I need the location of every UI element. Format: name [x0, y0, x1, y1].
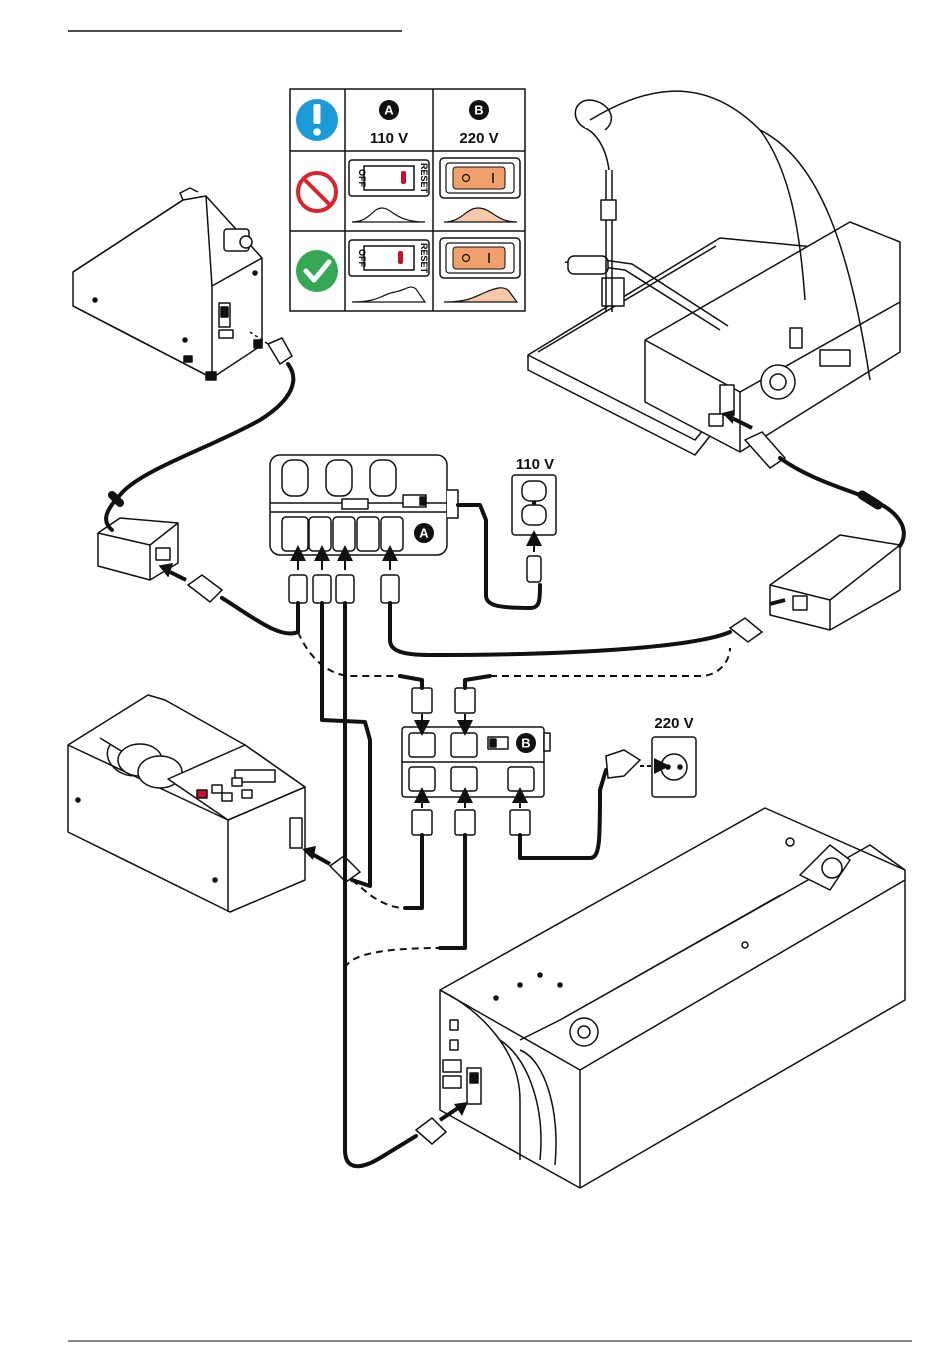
voltage-selector-table: A 110 V B 220 V OFF RESET [290, 89, 525, 311]
column-a-badge-label: A [384, 103, 394, 118]
main-analyzer [440, 808, 905, 1188]
column-b-badge: B [469, 100, 489, 120]
wall-outlet-110v [512, 475, 556, 535]
power-strip-a-badge: A [414, 523, 434, 543]
column-b-voltage: 220 V [459, 130, 498, 147]
info-icon [296, 99, 338, 141]
column-b-badge-label: B [474, 103, 483, 118]
adapter-plug-left [160, 564, 222, 602]
switch-off-label: OFF [357, 249, 367, 267]
iec-plug-analyzer [416, 1118, 446, 1144]
power-adapter-right [770, 535, 900, 630]
switch-off-label: OFF [357, 169, 367, 187]
checkmark-icon [296, 250, 338, 292]
dc-plug-autosampler [745, 432, 785, 468]
outlet-220-label: 220 V [654, 715, 693, 732]
power-strip-b-badge: B [516, 733, 536, 753]
instrument-top-left [73, 188, 262, 380]
pump-instrument [68, 695, 305, 912]
iec-plugs-top-strip-b [412, 688, 475, 728]
column-a-voltage: 110 V [370, 130, 408, 147]
nema-plugs-strip-a [289, 575, 399, 603]
nema-plug-110v [527, 538, 541, 582]
arrow-into-pump [302, 846, 330, 864]
outlet-110-label: 110 V [516, 456, 554, 473]
column-a-badge: A [379, 100, 399, 120]
iec-plugs-bottom-strip-b [412, 795, 530, 835]
power-strip-a-badge-label: A [419, 526, 429, 541]
power-strip-b-badge-label: B [521, 736, 530, 751]
switch-reset-label: RESET [419, 243, 429, 274]
switch-reset-label: RESET [419, 163, 429, 194]
wall-outlet-220v [652, 737, 696, 797]
autosampler-top-right [528, 91, 900, 455]
